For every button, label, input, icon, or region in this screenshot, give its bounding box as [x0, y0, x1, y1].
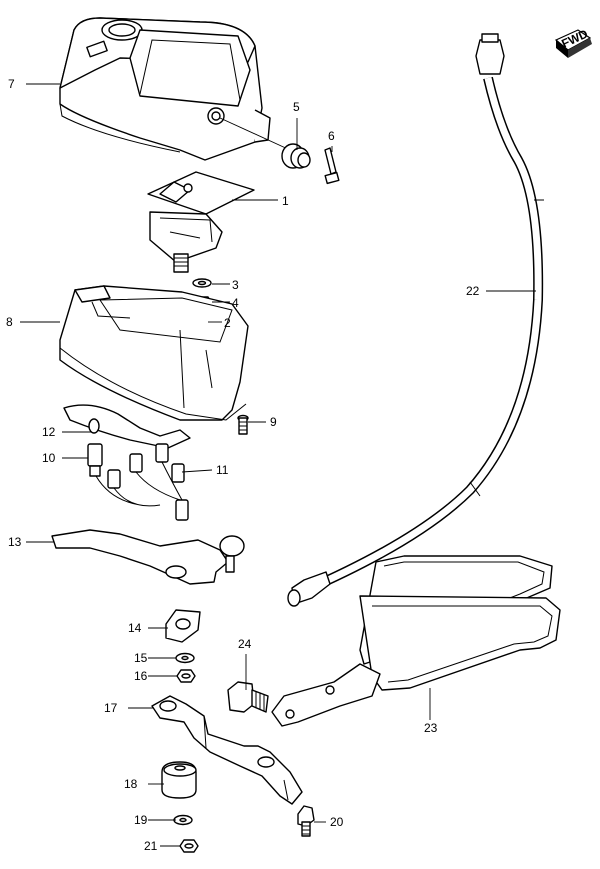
callout-3: 3	[232, 278, 239, 292]
callout-13: 13	[8, 535, 22, 549]
callout-16: 16	[134, 669, 148, 683]
washer-3	[192, 278, 212, 288]
bracket-17	[151, 695, 303, 805]
callout-24: 24	[238, 637, 252, 651]
callout-1: 1	[282, 194, 289, 208]
screw-6	[324, 147, 340, 185]
meter-case	[59, 285, 249, 421]
bulb-harness	[63, 404, 191, 521]
callout-5: 5	[293, 100, 300, 114]
callout-4: 4	[232, 296, 239, 310]
callout-9: 9	[270, 415, 277, 429]
callout-labels: 7 5 6 1 3 4 2 8 9 12 10 11 13 14 15 16 1…	[6, 77, 480, 853]
callout-19: 19	[134, 813, 148, 827]
speedometer-cable	[287, 33, 544, 607]
callout-8: 8	[6, 315, 13, 329]
cable-fitting	[219, 117, 311, 169]
callout-11: 11	[216, 463, 229, 477]
grommet-14	[165, 609, 201, 643]
callout-7: 7	[8, 77, 15, 91]
callout-23: 23	[424, 721, 438, 735]
bolt-24	[227, 681, 269, 713]
callout-17: 17	[104, 701, 118, 715]
washer-19	[173, 814, 193, 826]
callout-21: 21	[144, 839, 158, 853]
callout-18: 18	[124, 777, 138, 791]
rubber-mount-18	[161, 761, 197, 799]
bracket-23	[271, 555, 561, 727]
meter-cover	[59, 17, 271, 161]
meter-bracket	[51, 529, 245, 585]
fwd-badge: FWD	[554, 26, 592, 58]
washer-15	[175, 652, 195, 664]
callout-12: 12	[42, 425, 56, 439]
callout-15: 15	[134, 651, 148, 665]
leader-lines	[20, 83, 536, 847]
callout-6: 6	[328, 129, 335, 143]
callout-20: 20	[330, 815, 344, 829]
bolt-20	[297, 805, 315, 837]
callout-22: 22	[466, 284, 480, 298]
nut-21	[179, 839, 199, 853]
callout-2: 2	[224, 316, 231, 330]
callout-10: 10	[42, 451, 56, 465]
nut-16	[176, 669, 196, 683]
meter-assembly	[147, 171, 255, 273]
screw-9	[237, 414, 249, 435]
callout-14: 14	[128, 621, 142, 635]
bulb-socket	[87, 443, 103, 477]
